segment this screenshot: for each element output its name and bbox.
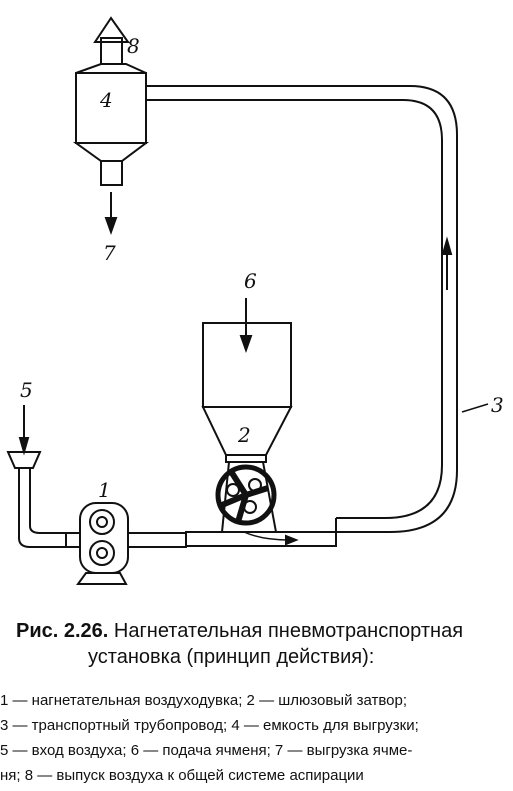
air-blower xyxy=(65,502,187,585)
label-6: 6 xyxy=(244,269,257,293)
air-inlet xyxy=(6,405,66,548)
discharge-arrow xyxy=(104,192,118,235)
legend: 1 — нагнетательная воздуходувка; 2 — шлю… xyxy=(0,688,513,788)
flow-arrow xyxy=(441,236,453,290)
feed-arrow xyxy=(239,298,253,353)
air-exhaust xyxy=(93,16,130,65)
legend-line: ня; 8 — выпуск воздуха к общей системе а… xyxy=(0,767,364,784)
label-3-leader xyxy=(461,403,489,413)
label-1: 1 xyxy=(98,478,111,502)
label-3: 3 xyxy=(491,393,504,417)
figure-caption: Рис. 2.26. Нагнетательная пневмотранспор… xyxy=(0,618,513,670)
legend-line: 1 — нагнетательная воздуходувка; 2 — шлю… xyxy=(0,692,408,709)
legend-line: 5 — вход воздуха; 6 — подача ячменя; 7 —… xyxy=(0,742,413,759)
label-2: 2 xyxy=(237,423,251,447)
transport-pipeline xyxy=(146,85,458,547)
caption-title-line1: Нагнетательная пневмотранспортная xyxy=(113,620,464,642)
label-4: 4 xyxy=(99,88,113,112)
receiving-vessel xyxy=(72,63,149,186)
label-8: 8 xyxy=(127,34,140,58)
legend-line: 3 — транспортный трубопровод; 4 — емкост… xyxy=(0,717,419,734)
label-5: 5 xyxy=(20,378,33,402)
caption-title-line2: установка (принцип действия): xyxy=(88,646,375,668)
pneumatic-conveyor-diagram: 8 4 7 6 2 3 5 1 xyxy=(6,16,504,585)
rotary-valve xyxy=(201,322,299,546)
figure-number: Рис. 2.26. xyxy=(16,620,109,642)
label-7: 7 xyxy=(103,241,116,265)
